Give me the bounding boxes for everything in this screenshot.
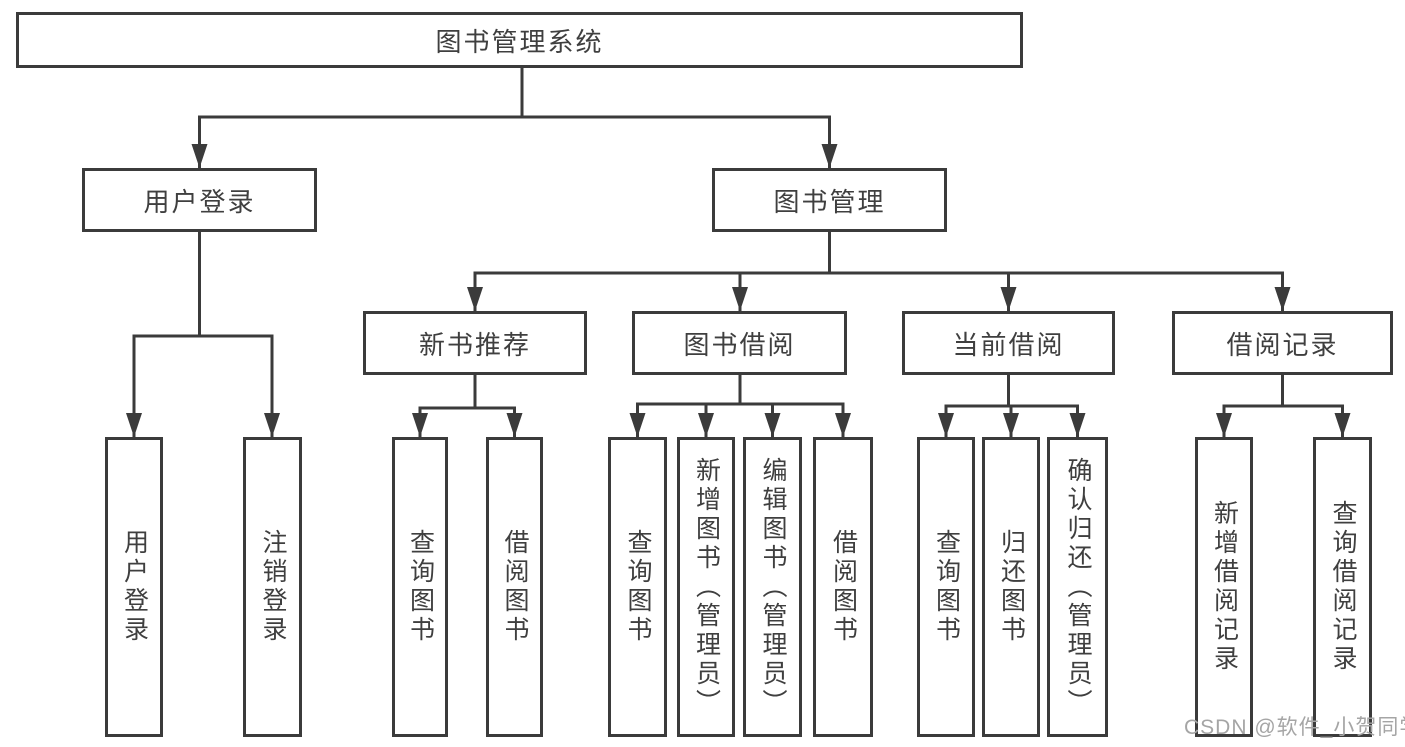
node-library-management-system: 图书管理系统 xyxy=(16,12,1023,68)
node-confirm-return-admin: 确认归还（管理员） xyxy=(1047,437,1108,737)
node-book-management: 图书管理 xyxy=(712,168,947,232)
node-logout: 注销登录 xyxy=(243,437,302,737)
watermark: CSDN @软件_小贺同学 xyxy=(1184,716,1405,739)
node-query-books-borrowing: 查询图书 xyxy=(608,437,667,737)
node-current-borrowing: 当前借阅 xyxy=(902,311,1115,375)
node-edit-books-admin: 编辑图书（管理员） xyxy=(743,437,802,737)
node-book-borrowing: 图书借阅 xyxy=(632,311,847,375)
node-return-books: 归还图书 xyxy=(982,437,1040,737)
node-add-borrow-record: 新增借阅记录 xyxy=(1195,437,1253,737)
node-borrowing-records: 借阅记录 xyxy=(1172,311,1393,375)
node-query-books-current: 查询图书 xyxy=(917,437,975,737)
node-user-login: 用户登录 xyxy=(82,168,317,232)
node-add-books-admin: 新增图书（管理员） xyxy=(677,437,735,737)
node-new-book-recommend: 新书推荐 xyxy=(363,311,587,375)
node-borrow-books-recommend: 借阅图书 xyxy=(486,437,543,737)
node-user-login-leaf: 用户登录 xyxy=(105,437,163,737)
node-query-books-recommend: 查询图书 xyxy=(392,437,448,737)
node-query-borrow-record: 查询借阅记录 xyxy=(1313,437,1372,737)
node-borrow-books-borrowing: 借阅图书 xyxy=(813,437,873,737)
